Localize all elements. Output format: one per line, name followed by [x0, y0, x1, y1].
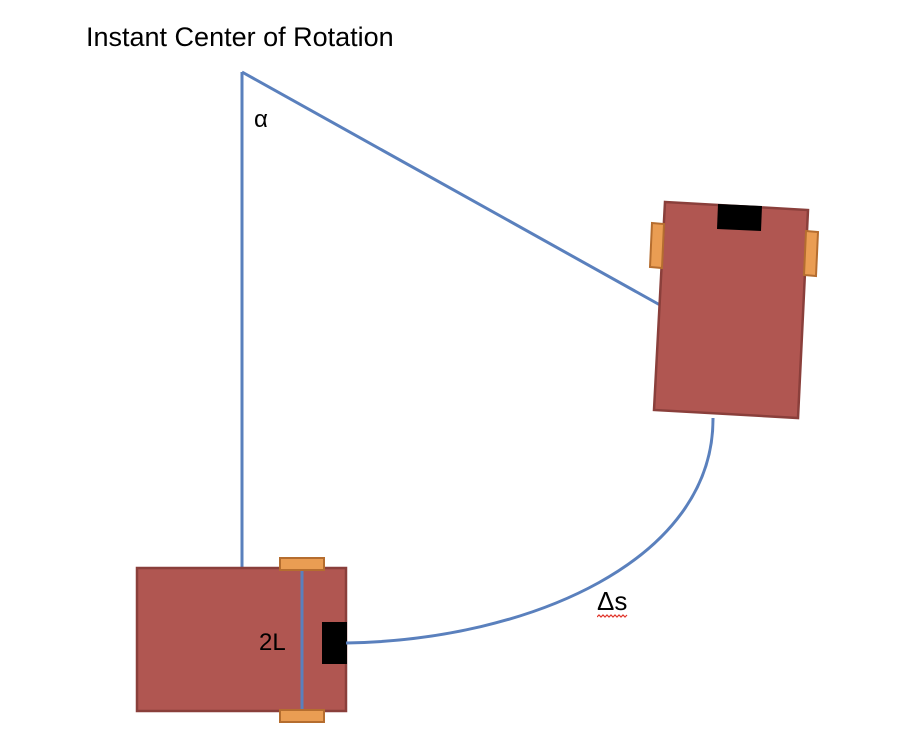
robot-start-wheel-top: [279, 557, 325, 571]
robot-end-wheel-right: [802, 229, 820, 278]
instant-center-title: Instant Center of Rotation: [86, 22, 394, 52]
robot-end-body: [652, 200, 810, 420]
robot-start-body: [135, 566, 348, 713]
arc-length-label: Δs: [597, 586, 628, 616]
robot-end-caster: [717, 204, 762, 231]
robot-start-wheel-bottom: [279, 709, 325, 723]
spellcheck-underline-icon: [597, 614, 628, 618]
robot-end: [648, 200, 820, 420]
wheelbase-label: 2L: [259, 629, 286, 656]
radius-line-diagonal: [241, 70, 661, 307]
arc-path: [345, 417, 715, 645]
angle-label: α: [254, 106, 268, 133]
robot-end-wheel-left: [648, 221, 666, 270]
robot-start-caster: [322, 622, 347, 664]
robot-start: [135, 557, 348, 723]
